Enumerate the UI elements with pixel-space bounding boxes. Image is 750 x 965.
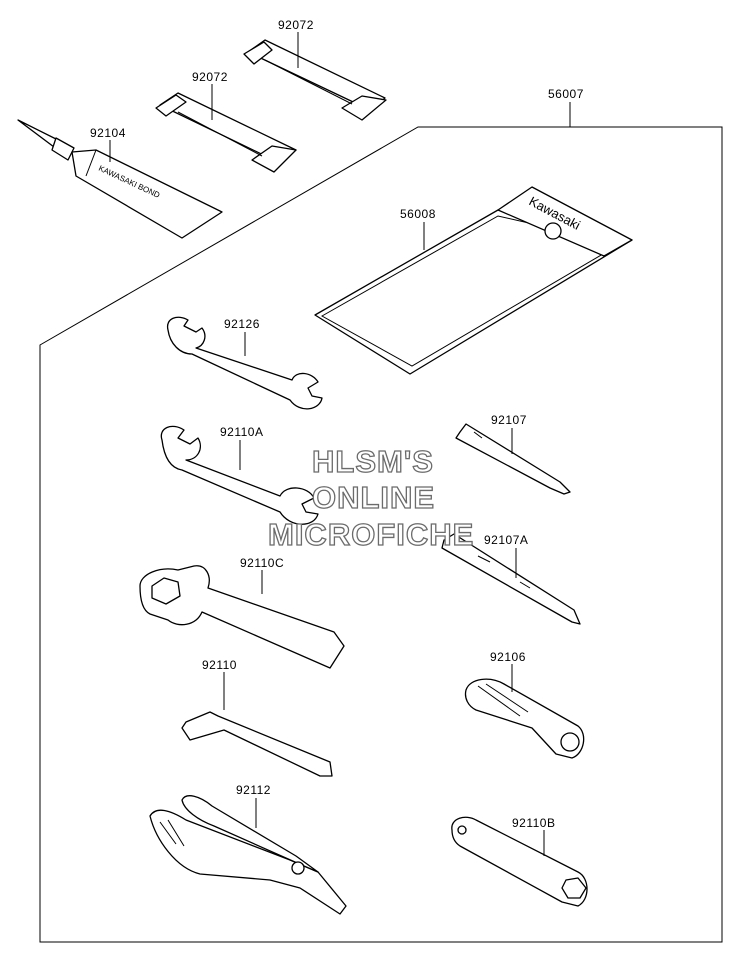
socket-92110B — [451, 816, 588, 907]
bond-tube: KAWASAKI BOND — [17, 119, 223, 239]
label-socket: 92110B — [512, 816, 555, 830]
svg-text:ONLINE: ONLINE — [312, 480, 435, 515]
label-strap-upper: 92072 — [278, 18, 314, 32]
screwdriver-92107 — [455, 423, 571, 495]
label-handle: 92106 — [490, 650, 526, 664]
label-pliers: 92112 — [236, 783, 271, 797]
strap-lower — [155, 92, 297, 173]
box-wrench-92110C — [139, 565, 345, 669]
label-kit: 56007 — [548, 87, 584, 101]
label-box-wrench: 92110C — [240, 556, 284, 570]
screwdriver-92107A — [441, 533, 581, 625]
watermark: HLSM'S ONLINE MICROFICHE — [267, 443, 474, 552]
wrench-92110A — [160, 425, 319, 525]
hex-key-92110 — [181, 711, 333, 777]
label-bag: 56008 — [400, 207, 436, 221]
label-strap-lower: 92072 — [192, 70, 228, 84]
kit-outline — [39, 126, 723, 943]
label-wrench-b: 92110A — [220, 425, 263, 439]
label-hex-key: 92110 — [202, 658, 237, 672]
pliers-92112 — [149, 795, 347, 915]
label-bond: 92104 — [90, 126, 126, 140]
strap-upper — [243, 39, 387, 121]
handle-92106 — [464, 678, 585, 759]
tool-bag: Kawasaki — [314, 186, 633, 375]
svg-text:HLSM'S: HLSM'S — [312, 444, 434, 479]
label-wrench-a: 92126 — [224, 317, 260, 331]
label-driver-b: 92107A — [484, 533, 528, 547]
wrench-92126 — [166, 316, 323, 410]
svg-text:MICROFICHE: MICROFICHE — [268, 517, 474, 552]
label-driver-a: 92107 — [491, 413, 527, 427]
